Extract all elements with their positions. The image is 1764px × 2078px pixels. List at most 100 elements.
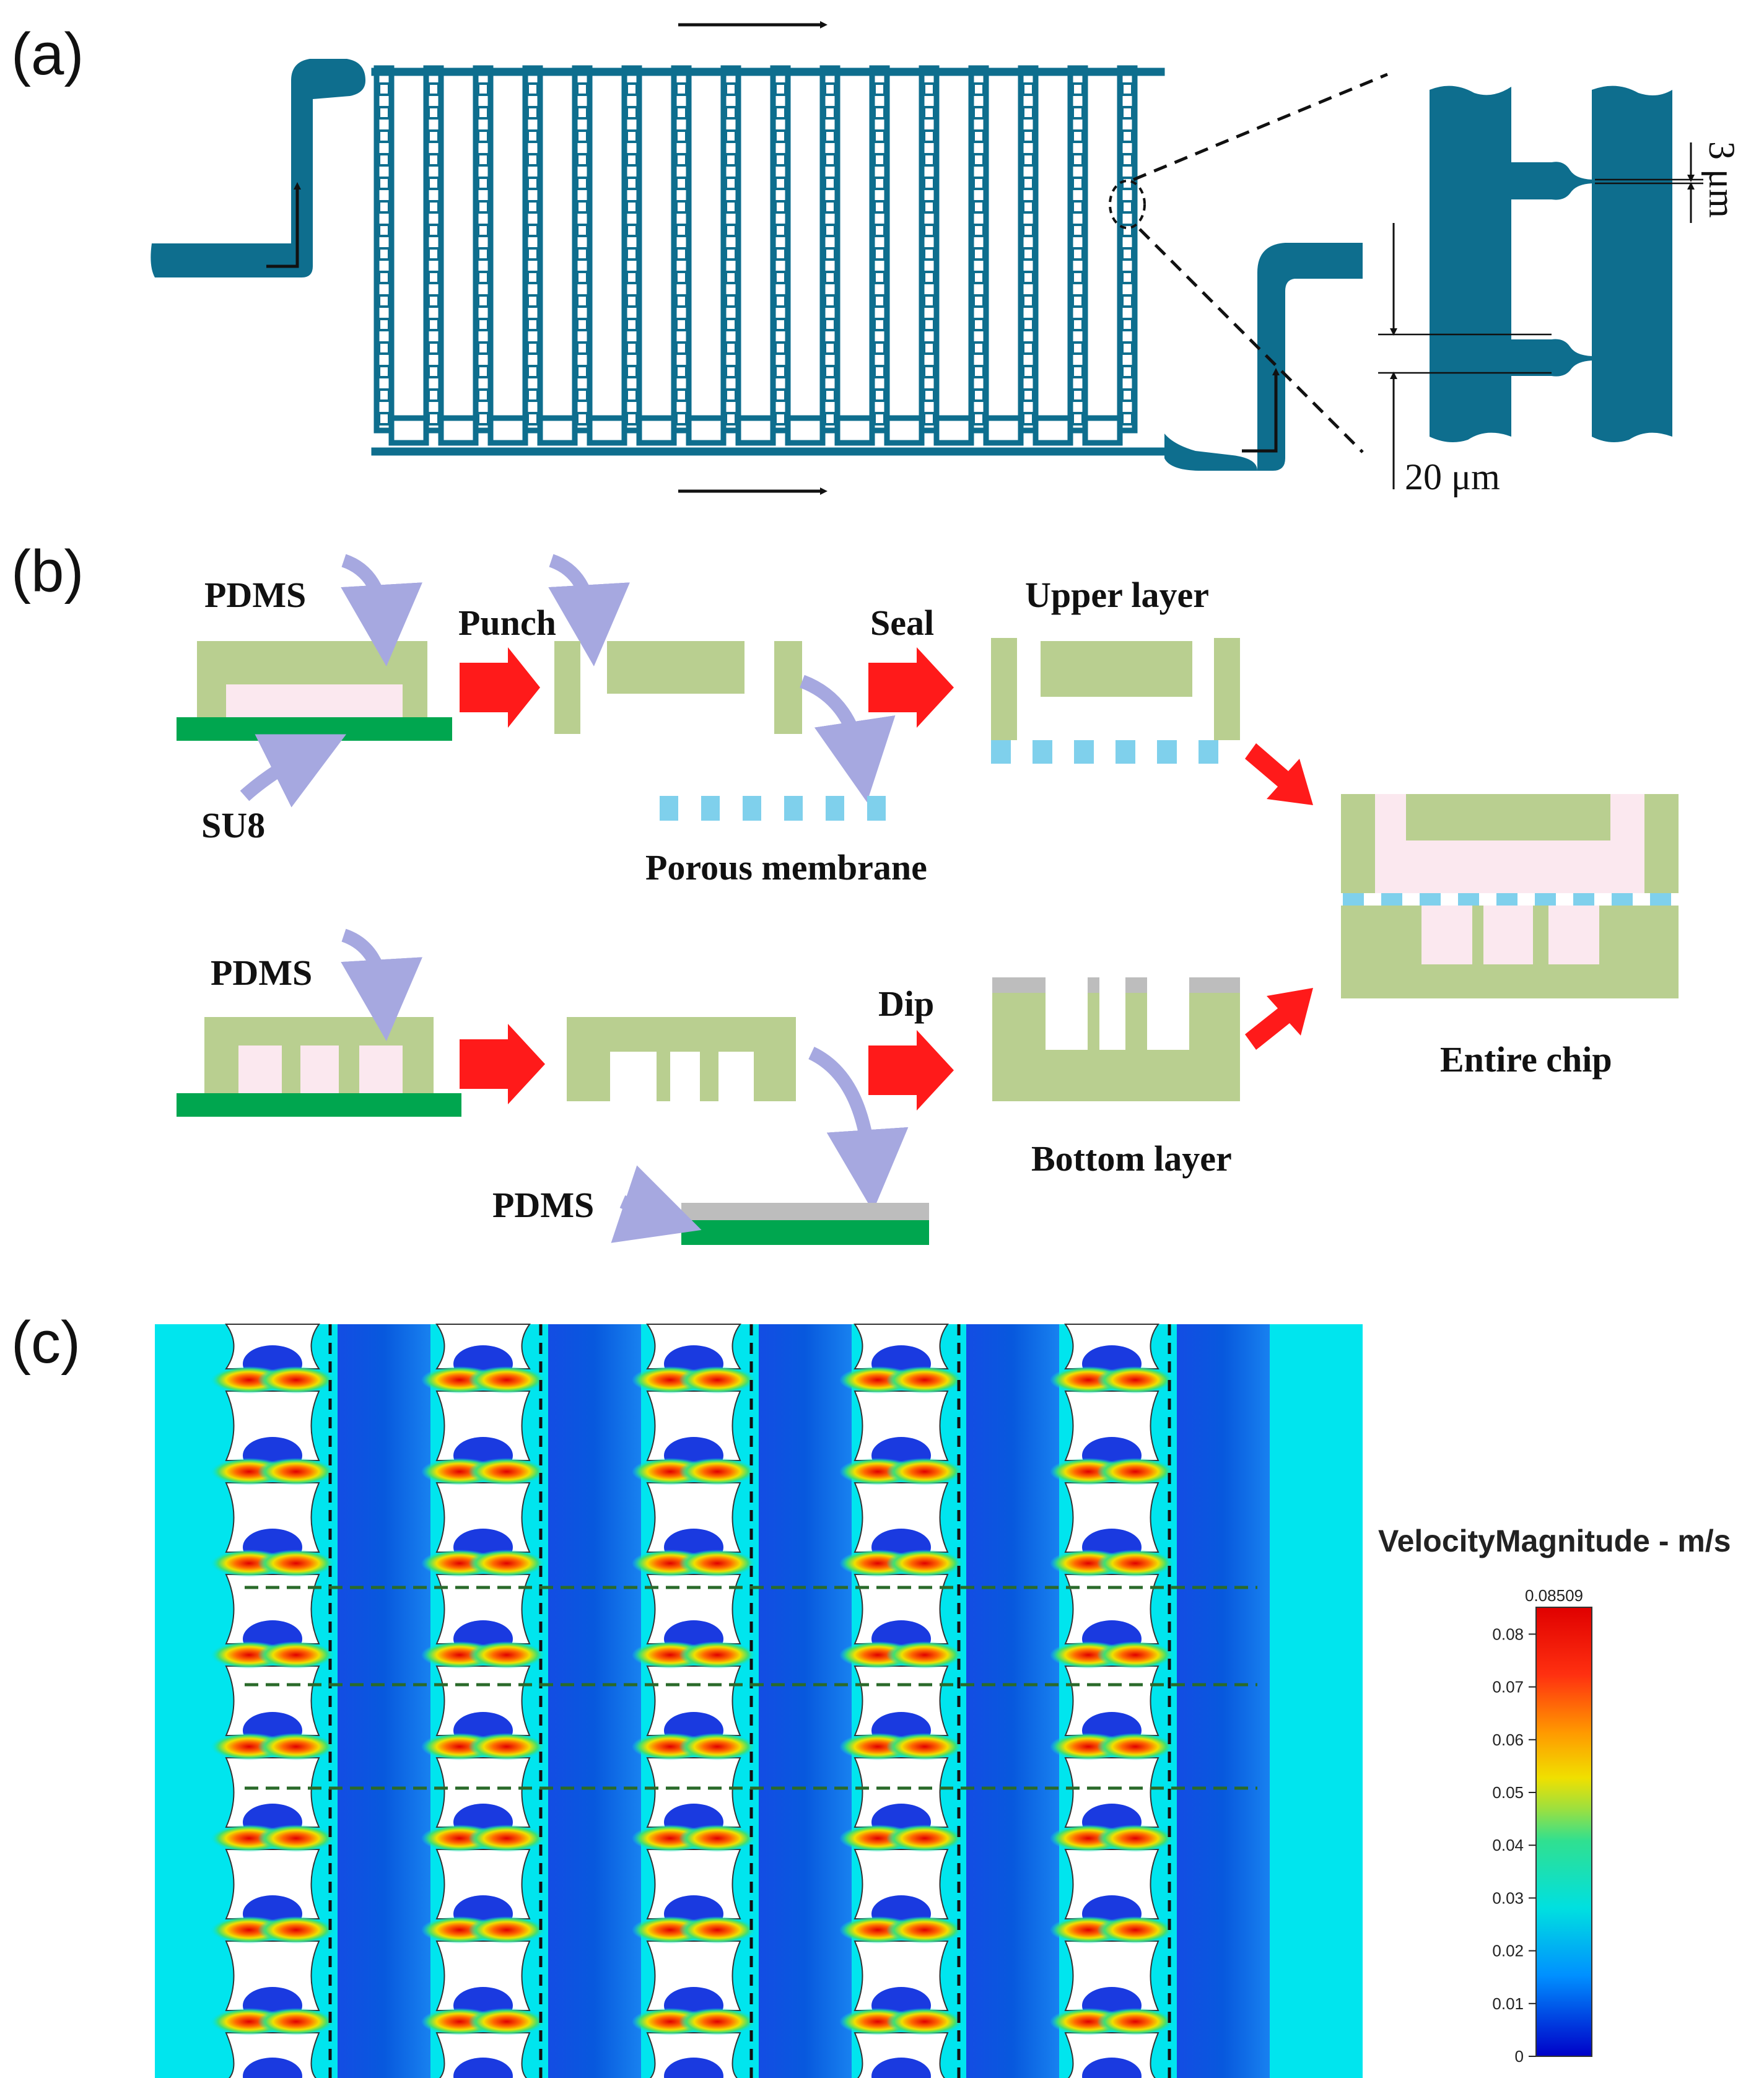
inset-left-wall [1430, 85, 1511, 443]
inset-connector-bottom [1511, 339, 1595, 377]
coat-pointer [808, 1047, 909, 1211]
pillar-obstacle [646, 1757, 741, 1828]
pillar-obstacle [225, 1849, 320, 1919]
hot-spot [1097, 2008, 1174, 2035]
upper-layer-label: Upper layer [1025, 575, 1209, 615]
membrane-pore [1458, 893, 1479, 906]
dip-arrow [868, 1030, 954, 1111]
pillar-obstacle [225, 1940, 320, 2011]
pillar-obstacle [854, 1482, 949, 1553]
serpentine-loop [869, 65, 925, 446]
bottom-layer-assembly [992, 977, 1240, 1101]
membrane-pore [1343, 893, 1364, 906]
colorbar-tick-label: 0 [1515, 2047, 1524, 2066]
serpentine-loop [919, 65, 974, 446]
hot-spot [886, 2008, 963, 2035]
hot-spot [886, 1825, 963, 1852]
membrane-pore [991, 740, 1011, 764]
inset-connector-top [1511, 162, 1595, 200]
bottom-layer-label: Bottom layer [1031, 1138, 1232, 1179]
demolded-bottom-piece [567, 1017, 796, 1101]
membrane-pore [743, 796, 761, 821]
hot-spot [468, 1458, 545, 1485]
hot-spot [258, 1550, 334, 1577]
hot-spot [468, 2008, 545, 2035]
dip-label: Dip [878, 984, 934, 1024]
membrane-pore [1116, 740, 1135, 764]
colorbar-tick-label: 0.03 [1492, 1888, 1524, 1907]
pillar-obstacle [854, 1757, 949, 1828]
pillar-obstacle [435, 1482, 531, 1553]
hot-spot [679, 1733, 756, 1760]
hot-spot [679, 2008, 756, 2035]
membrane-pore [1157, 740, 1177, 764]
hot-spot [679, 1641, 756, 1669]
hot-spot [258, 1641, 334, 1669]
serpentine-loop [473, 65, 528, 446]
pillar-obstacle [225, 1574, 320, 1644]
membrane-pore [1420, 893, 1441, 906]
serpentine-loop [621, 65, 677, 446]
serpentine-loop [373, 65, 429, 446]
zoom-line-top [1133, 72, 1388, 181]
serpentine-loop [423, 65, 479, 446]
inlet-channel [151, 59, 366, 277]
pillar-obstacle [646, 1849, 741, 1919]
wake-band [338, 1324, 430, 2078]
hot-spot [1097, 1641, 1174, 1669]
serpentine-channel [371, 65, 1165, 456]
pdms-coat-label: PDMS [492, 1185, 594, 1225]
membrane-pore [660, 796, 678, 821]
membrane-pore [1612, 893, 1633, 906]
punch-pointer [548, 554, 630, 666]
membrane-pore [1381, 893, 1402, 906]
hot-spot [258, 1825, 334, 1852]
scale-3um-label: 3 μm [1701, 141, 1742, 218]
hot-spot [258, 1458, 334, 1485]
hot-spot [1097, 1458, 1174, 1485]
hot-spot [886, 1366, 963, 1394]
pdms-bottom-pointer [341, 928, 422, 1041]
hot-spot [258, 1733, 334, 1760]
membrane-pore [1199, 740, 1218, 764]
hot-spot [258, 1366, 334, 1394]
pillar-obstacle [225, 1390, 320, 1461]
hot-spot [679, 1550, 756, 1577]
hot-spot [468, 1550, 545, 1577]
membrane-pore [784, 796, 803, 821]
low-velocity-zone [1082, 2058, 1142, 2078]
pillar-obstacle [1064, 1574, 1159, 1644]
hot-spot [468, 1825, 545, 1852]
wake-band [759, 1324, 852, 2078]
hot-spot [1097, 1366, 1174, 1394]
membrane-pore [1573, 893, 1594, 906]
hot-spot [886, 1458, 963, 1485]
pillar-obstacle [435, 1940, 531, 2011]
hot-spot [468, 1641, 545, 1669]
serpentine-loop [770, 65, 826, 446]
colorbar-tick-label: 0.02 [1492, 1942, 1524, 1960]
membrane-pore [701, 796, 720, 821]
serpentine-loop [671, 65, 727, 446]
hot-spot [258, 2008, 334, 2035]
hot-spot [886, 1733, 963, 1760]
serpentine-top-bar [371, 68, 1165, 76]
colorbar-tick-label: 0.05 [1492, 1783, 1524, 1802]
upper-to-chip-arrow [1245, 743, 1313, 805]
lower-mold [177, 1017, 461, 1117]
pillar-obstacle [435, 1757, 531, 1828]
serpentine-loop [1117, 65, 1138, 434]
seal-label: Seal [870, 603, 934, 643]
hot-spot [1097, 1733, 1174, 1760]
zoom-inset: 3 μm 20 μm [1378, 85, 1742, 497]
hot-spot [1097, 1550, 1174, 1577]
punched-pieces [554, 641, 802, 734]
wake-band [548, 1324, 641, 2078]
hot-spot [679, 1458, 756, 1485]
membrane-pore [1033, 740, 1052, 764]
outlet-flow-arrow [1242, 368, 1280, 453]
pillar-obstacle [1064, 1940, 1159, 2011]
panel-a: (a) 3 μm [11, 21, 1742, 497]
upper-layer-assembly [991, 638, 1240, 764]
pillar-obstacle [435, 1390, 531, 1461]
